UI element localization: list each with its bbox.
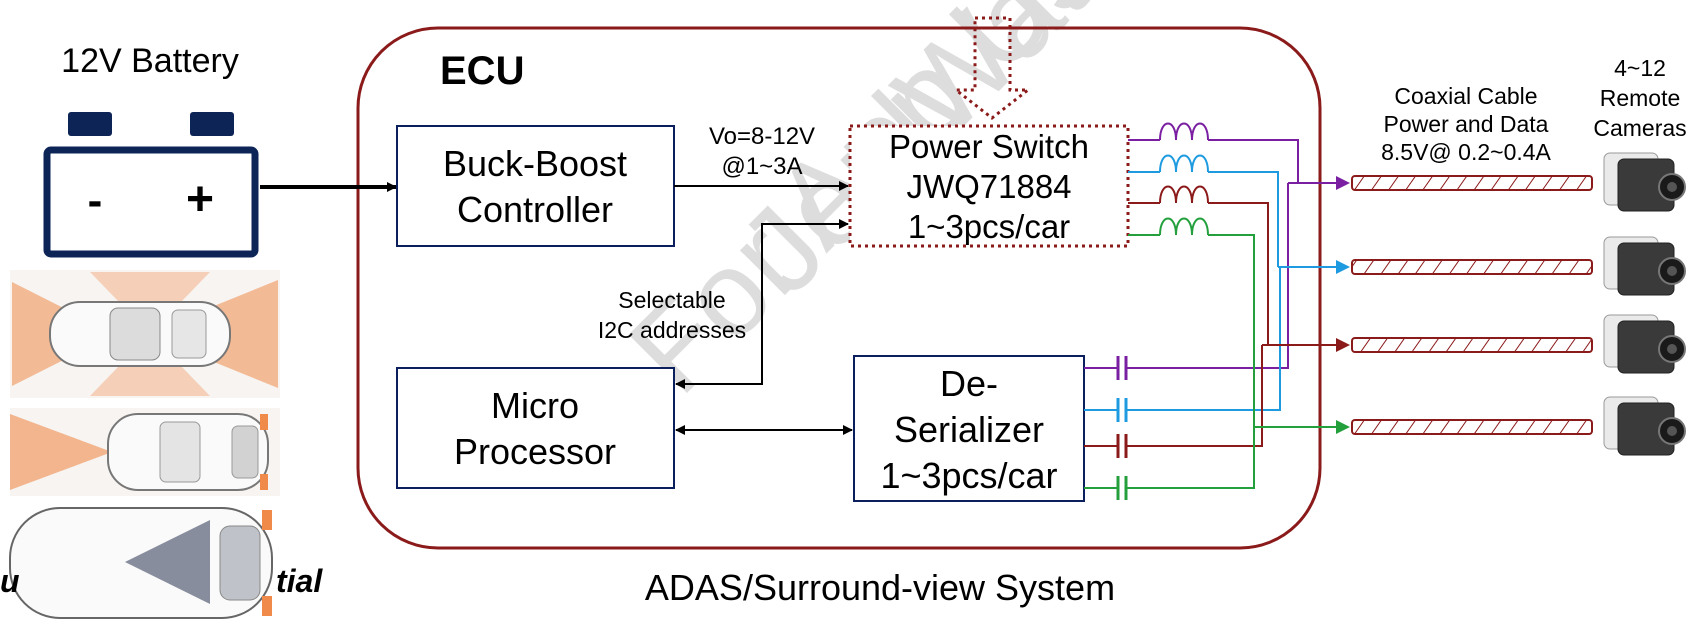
ecu-frame	[356, 26, 1322, 550]
micro-processor-line-2: Processor	[454, 431, 616, 472]
coax-line-1: Coaxial Cable	[1394, 83, 1537, 109]
deserializer-line-3: 1~3pcs/car	[880, 455, 1057, 496]
inductor-to-cable-line-purple	[1208, 139, 1299, 183]
inductor-icon-green	[1159, 217, 1209, 236]
inductor-to-cable-line-darkred	[1208, 202, 1269, 345]
coax-cable-3	[1351, 337, 1593, 353]
camera-lens-inner-2	[1667, 266, 1677, 276]
camera-icon-1	[1603, 152, 1686, 212]
cable-arrowhead-green	[1336, 420, 1350, 434]
vout-line-2: @1~3A	[721, 153, 802, 180]
footer-fragment-left: u	[0, 563, 20, 599]
signal-lines	[1084, 122, 1350, 500]
cap-to-cable-line-blue	[1126, 267, 1281, 411]
cap-to-cable-line-purple	[1126, 183, 1289, 369]
cable-arrowhead-darkred	[1336, 338, 1350, 352]
system-caption: ADAS/Surround-view System	[645, 567, 1115, 608]
deserializer-line-1: De-	[940, 363, 998, 404]
i2c-connection-arrow	[675, 219, 849, 389]
battery-minus: -	[88, 176, 103, 225]
inductor-icon-purple	[1159, 122, 1209, 141]
deserializer-box	[853, 355, 1085, 502]
car-top-view-3	[9, 504, 280, 622]
battery-plus: +	[186, 173, 214, 226]
cable-arrowhead-blue	[1336, 260, 1350, 274]
cap-to-cable-line-darkred	[1126, 345, 1263, 447]
camera-lens-inner-3	[1667, 344, 1677, 354]
inductor-to-cable-line-blue	[1208, 171, 1279, 267]
coax-cables	[1351, 152, 1686, 456]
coax-line-3: 8.5V@ 0.2~0.4A	[1381, 139, 1551, 165]
camera-icon-4	[1603, 396, 1686, 456]
i2c-line-2: I2C addresses	[598, 317, 746, 343]
car-illustrations	[9, 270, 280, 622]
inductor-icon-blue	[1159, 154, 1209, 173]
power-switch-line-3: 1~3pcs/car	[908, 208, 1070, 245]
buck-boost-line-2: Controller	[457, 189, 613, 230]
car-top-view-2	[10, 408, 280, 496]
inductor-icon-darkred	[1159, 185, 1209, 204]
coax-cable-1	[1351, 175, 1593, 191]
car-top-view-1	[10, 270, 280, 398]
camera-icon-3	[1603, 314, 1686, 374]
power-switch-box	[848, 124, 1130, 248]
footer-fragment-right: tial	[276, 563, 323, 599]
micro-processor-box	[396, 367, 675, 489]
ecu-label: ECU	[440, 49, 524, 93]
vout-line-1: Vo=8-12V	[709, 123, 815, 150]
cameras-line-2: Remote	[1600, 85, 1681, 111]
coax-cable-2	[1351, 259, 1593, 275]
camera-lens-inner-1	[1667, 182, 1677, 192]
camera-icon-2	[1603, 236, 1686, 296]
cap-to-cable-line-green	[1126, 427, 1255, 489]
inductor-to-cable-line-green	[1208, 234, 1255, 427]
i2c-line-1: Selectable	[618, 287, 725, 313]
cameras-line-3: Cameras	[1593, 115, 1686, 141]
coax-cable-4	[1351, 419, 1593, 435]
power-switch-line-1: Power Switch	[889, 128, 1089, 165]
buck-boost-line-1: Buck-Boost	[443, 143, 627, 184]
camera-lens-inner-4	[1667, 426, 1677, 436]
power-switch-line-2: JWQ71884	[906, 168, 1071, 205]
cameras-line-1: 4~12	[1614, 55, 1666, 81]
battery-label: 12V Battery	[61, 42, 239, 80]
input-arrow-icon	[951, 16, 1033, 120]
coax-line-2: Power and Data	[1384, 111, 1549, 137]
cable-arrowhead-purple	[1336, 176, 1350, 190]
battery-icon: - +	[43, 112, 259, 258]
deserializer-line-2: Serializer	[894, 409, 1044, 450]
micro-processor-line-1: Micro	[491, 385, 579, 426]
